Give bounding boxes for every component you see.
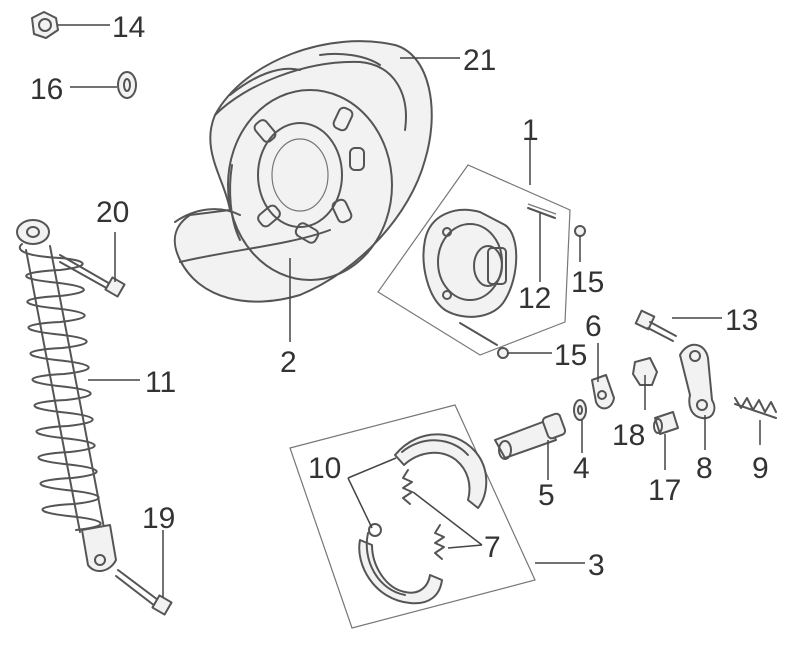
part-2-wheel-hub bbox=[227, 89, 393, 281]
callout-15-upper: 15 bbox=[571, 266, 604, 299]
part-12-pin bbox=[459, 203, 557, 346]
callout-2: 2 bbox=[280, 346, 297, 379]
part-3-brake-shoe-set bbox=[289, 404, 536, 629]
callout-19: 19 bbox=[142, 502, 175, 535]
part-9-adjuster-spring bbox=[734, 397, 777, 419]
callout-3: 3 bbox=[588, 549, 605, 582]
part-10-brake-shoe-upper bbox=[394, 433, 488, 509]
callout-9: 9 bbox=[752, 452, 769, 485]
callout-15-lower: 15 bbox=[554, 339, 587, 372]
part-1-brake-panel-assembly bbox=[377, 164, 571, 356]
callout-11: 11 bbox=[145, 366, 176, 399]
callout-labels: 14 16 21 1 20 15 12 13 6 15 2 11 18 10 4… bbox=[30, 11, 769, 582]
part-16-washer bbox=[117, 71, 137, 99]
part-20-bolt bbox=[59, 254, 126, 298]
callout-20: 20 bbox=[96, 196, 129, 229]
part-5-cam-shaft bbox=[494, 412, 567, 460]
callout-18: 18 bbox=[612, 419, 645, 452]
part-13-bolt bbox=[634, 309, 677, 342]
callout-5: 5 bbox=[538, 479, 555, 512]
callout-8: 8 bbox=[696, 452, 713, 485]
part-17-collar bbox=[653, 411, 679, 435]
callout-14: 14 bbox=[112, 11, 145, 44]
callout-6: 6 bbox=[585, 310, 602, 343]
part-6-indicator-plate bbox=[591, 374, 615, 410]
part-7-springs bbox=[402, 469, 445, 560]
callout-21: 21 bbox=[463, 44, 496, 77]
callout-13: 13 bbox=[725, 304, 758, 337]
part-15-nut-upper bbox=[574, 225, 586, 237]
part-11-shock-absorber bbox=[16, 219, 117, 572]
part-15-nut-lower bbox=[497, 347, 509, 359]
callout-16: 16 bbox=[30, 73, 63, 106]
part-4-washer bbox=[573, 399, 587, 421]
leader-lines bbox=[58, 24, 761, 597]
callout-1: 1 bbox=[522, 114, 539, 147]
callout-7: 7 bbox=[484, 531, 501, 564]
part-14-nut bbox=[31, 11, 59, 39]
part-19-bolt bbox=[115, 569, 173, 616]
part-18-nut bbox=[632, 357, 658, 386]
part-8-brake-arm bbox=[679, 343, 716, 420]
callout-17: 17 bbox=[648, 474, 681, 507]
callout-12: 12 bbox=[518, 282, 551, 315]
part-21-tire bbox=[173, 40, 433, 303]
part-10-brake-shoe-lower bbox=[358, 523, 443, 605]
callout-4: 4 bbox=[573, 452, 590, 485]
callout-10: 10 bbox=[308, 452, 341, 485]
